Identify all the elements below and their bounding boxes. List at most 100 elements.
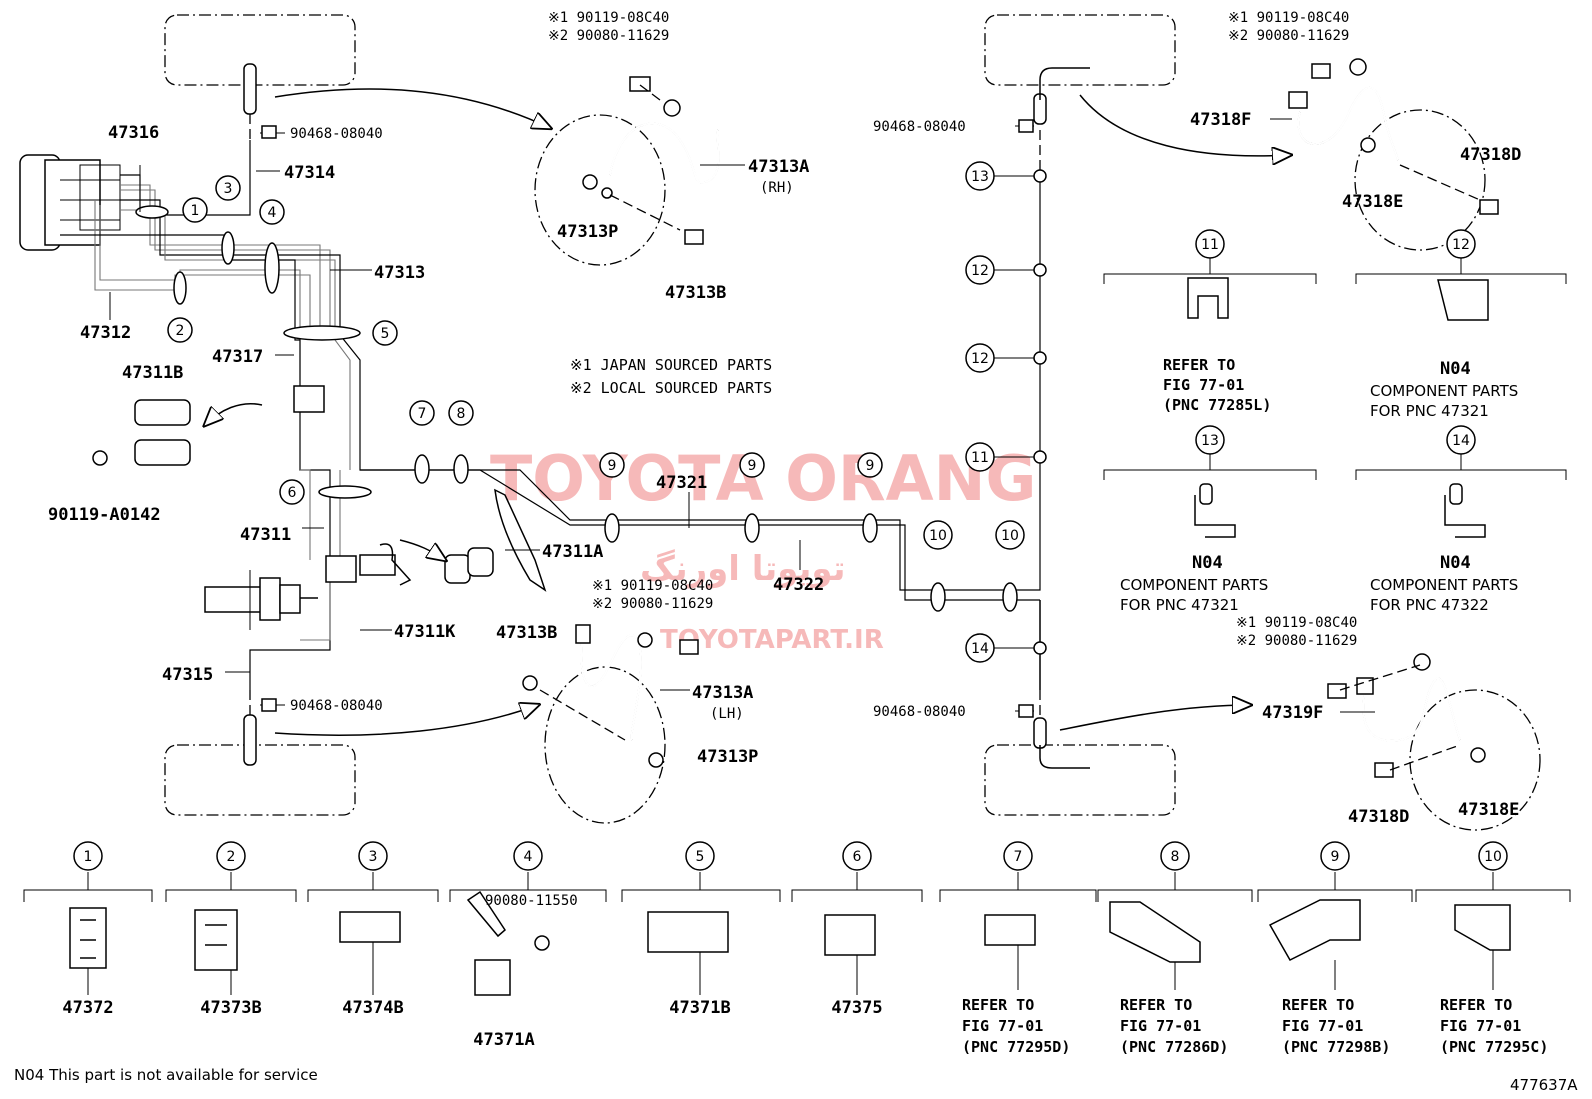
rh-note1: ※1 90119-08C40 — [548, 10, 669, 26]
clamp-4 — [264, 242, 280, 294]
callout-13-panel: 13 — [1201, 433, 1219, 449]
callout-7: 7 — [418, 406, 427, 422]
rear-top-note1: ※1 90119-08C40 — [1228, 10, 1349, 26]
label-47311K: 47311K — [394, 622, 456, 642]
label-rh: (RH) — [760, 180, 794, 196]
lh-note1: ※1 90119-08C40 — [592, 578, 713, 594]
clamp-9a — [604, 513, 620, 543]
rear-bottom-hose-detail — [1327, 653, 1541, 831]
label-47318E-top: 47318E — [1342, 192, 1403, 212]
front-top-hose-end — [243, 63, 257, 115]
left-labels: 47316 47314 47313 47312 47317 47311B 901… — [48, 123, 824, 714]
panel12-line2: COMPONENT PARTS — [1370, 382, 1518, 400]
callout-b6: 6 — [853, 849, 862, 865]
callout-3: 3 — [224, 181, 233, 197]
rear-bot-note2: ※2 90080-11629 — [1236, 633, 1357, 649]
clamp-1 — [135, 205, 169, 219]
callout-11-line: 11 — [971, 450, 989, 466]
callout-6: 6 — [288, 485, 297, 501]
bottom-label-47371B: 47371B — [669, 998, 730, 1018]
clamp-6 — [318, 485, 372, 499]
master-cylinder — [204, 570, 318, 630]
rear-top-note2: ※2 90080-11629 — [1228, 28, 1349, 44]
bottom-row-labels: 47372 47373B 47374B 90080-11550 47371A 4… — [62, 893, 1548, 1056]
label-47318F: 47318F — [1190, 110, 1251, 130]
front-wheel-bottom-box — [164, 744, 356, 816]
callout-b9: 9 — [1331, 849, 1340, 865]
panel14-line1: N04 — [1440, 553, 1471, 573]
label-47311: 47311 — [240, 525, 291, 545]
clip-47311B — [92, 399, 191, 466]
abs-actuator — [19, 154, 121, 251]
rear-labels: 90468-08040 90468-08040 ※1 90119-08C40 ※… — [873, 10, 1521, 827]
callout-b1: 1 — [84, 849, 93, 865]
label-47315: 47315 — [162, 665, 213, 685]
label-47321: 47321 — [656, 473, 707, 493]
label-47322: 47322 — [773, 575, 824, 595]
callouts: 1 2 3 4 5 6 7 8 9 9 9 10 10 13 12 12 11 … — [73, 161, 1508, 871]
label-47314: 47314 — [284, 163, 335, 183]
footer-note: N04 This part is not available for servi… — [14, 1066, 318, 1084]
label-rear-clip-bottom: 90468-08040 — [873, 704, 966, 720]
arrow-rear-bottom — [1059, 705, 1250, 731]
callout-b2: 2 — [227, 849, 236, 865]
clamp-10a — [930, 582, 946, 612]
label-47313A-lh: 47313A — [692, 683, 753, 703]
clamp-3 — [221, 231, 235, 265]
label-47311A: 47311A — [542, 542, 603, 562]
callout-b5: 5 — [696, 849, 705, 865]
callout-14-line: 14 — [971, 641, 989, 657]
callout-b3: 3 — [369, 849, 378, 865]
junction-block-47311 — [325, 555, 357, 583]
rear-wheel-bottom-box — [984, 744, 1176, 816]
panel12-line3: FOR PNC 47321 — [1370, 402, 1489, 420]
b9-line3: (PNC 77298B) — [1282, 1038, 1390, 1056]
rh-note2: ※2 90080-11629 — [548, 28, 669, 44]
rh-hose-detail — [534, 76, 720, 266]
panel11-line2: FIG 77-01 — [1163, 376, 1244, 394]
callout-10a: 10 — [929, 528, 947, 544]
label-90119-A0142: 90119-A0142 — [48, 505, 161, 525]
callout-12-panel: 12 — [1452, 237, 1470, 253]
note-local: ※2 LOCAL SOURCED PARTS — [570, 379, 772, 397]
junction-block-47317 — [293, 385, 325, 413]
bottom-label-47374B: 47374B — [342, 998, 403, 1018]
label-47311B: 47311B — [122, 363, 183, 383]
lh-hose-detail — [522, 624, 699, 824]
valve-47311K — [359, 543, 412, 586]
label-47318D-bottom: 47318D — [1348, 807, 1409, 827]
label-47313A-rh: 47313A — [748, 157, 809, 177]
clamp-panel-frames — [1103, 258, 1567, 538]
label-47313P-rh: 47313P — [557, 222, 618, 242]
clamp-8 — [453, 454, 469, 484]
panel11-line1: REFER TO — [1163, 356, 1235, 374]
b9-line2: FIG 77-01 — [1282, 1017, 1363, 1035]
callout-5: 5 — [381, 326, 390, 342]
bottom-label-47373B: 47373B — [200, 998, 261, 1018]
callout-13-line: 13 — [971, 169, 989, 185]
bottom-label-47372: 47372 — [62, 998, 113, 1018]
watermark-main: TOYOTA ORANG — [490, 442, 1036, 515]
label-lh: (LH) — [710, 706, 744, 722]
arrow-47311A — [399, 539, 445, 560]
front-wheel-top-box — [164, 14, 356, 86]
panel14-line2: COMPONENT PARTS — [1370, 576, 1518, 594]
callout-1: 1 — [191, 203, 200, 219]
clamp-5 — [283, 325, 361, 341]
callout-12-line-a: 12 — [971, 263, 989, 279]
b7-line1: REFER TO — [962, 996, 1034, 1014]
label-47312: 47312 — [80, 323, 131, 343]
callout-10b: 10 — [1001, 528, 1019, 544]
label-47318E-bottom: 47318E — [1458, 800, 1519, 820]
arrow-lh-hose — [274, 705, 538, 736]
label-clip-bottom: 90468-08040 — [290, 698, 383, 714]
panel13-line1: N04 — [1192, 553, 1223, 573]
clamp-7 — [414, 454, 430, 484]
rear-top-hose-detail — [1288, 58, 1499, 251]
callout-14-panel: 14 — [1452, 433, 1470, 449]
b10-line3: (PNC 77295C) — [1440, 1038, 1548, 1056]
panel11-line3: (PNC 77285L) — [1163, 396, 1271, 414]
rear-brake-line — [1033, 67, 1090, 769]
callout-b7: 7 — [1014, 849, 1023, 865]
panel14-line3: FOR PNC 47322 — [1370, 596, 1489, 614]
